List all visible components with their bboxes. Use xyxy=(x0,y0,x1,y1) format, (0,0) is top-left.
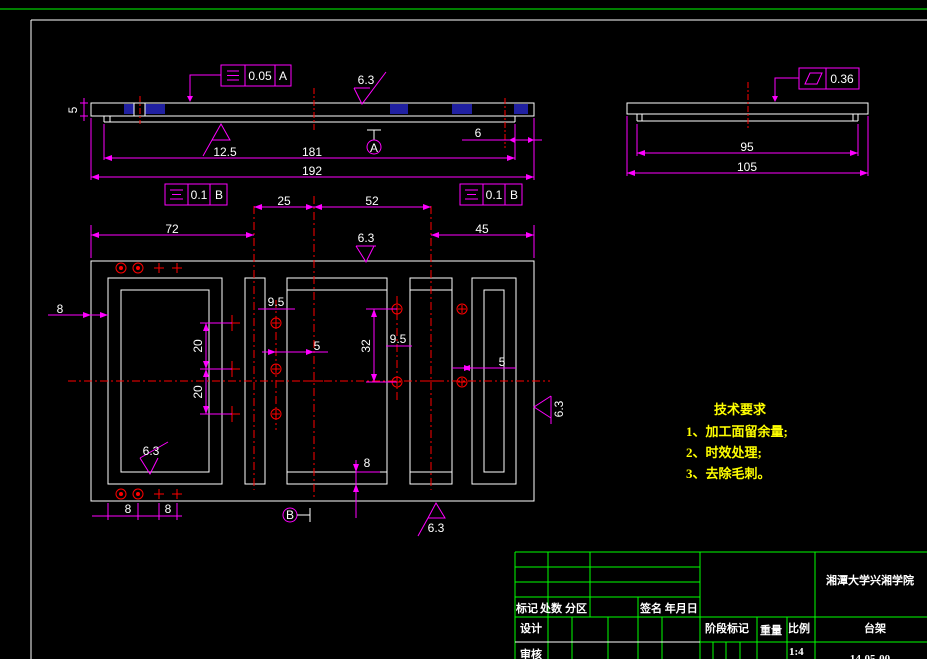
svg-text:0.1: 0.1 xyxy=(486,188,503,202)
roughness-symbol: 6.3 xyxy=(139,441,169,476)
side-tol-value: 0.36 xyxy=(830,72,854,86)
svg-text:6.3: 6.3 xyxy=(358,231,375,245)
part-name: 台架 xyxy=(864,621,886,635)
school-name: 湘潭大学兴湘学院 xyxy=(826,573,914,587)
design-label: 设计 xyxy=(520,621,542,635)
header-mark: 标记 xyxy=(515,601,538,615)
hole xyxy=(270,317,282,329)
dim-8-b1: 8 xyxy=(125,502,132,516)
hole xyxy=(115,488,127,500)
tech-note-2: 2、时效处理; xyxy=(686,445,762,460)
symmetry-frame-right: 0.1 B xyxy=(459,183,523,206)
svg-text:6.3: 6.3 xyxy=(358,73,375,87)
dim-8-left: 8 xyxy=(57,302,64,316)
symmetry-frame-left: 0.1 B xyxy=(164,183,228,206)
hole xyxy=(270,363,282,375)
svg-text:0.1: 0.1 xyxy=(191,188,208,202)
datum-b-marker: B xyxy=(282,507,311,523)
side-view: 0.36 95 105 xyxy=(626,67,869,176)
dim-20-b: 20 xyxy=(191,385,205,399)
roughness-symbol: 6.3 xyxy=(417,501,446,537)
svg-text:6.3: 6.3 xyxy=(552,400,566,417)
svg-text:B: B xyxy=(215,188,223,202)
svg-text:A: A xyxy=(370,141,378,155)
front-view: 0.1 B 0.1 B 25 52 72 45 xyxy=(48,183,566,537)
hole xyxy=(456,303,468,315)
dim-5: 5 xyxy=(66,106,80,113)
hole xyxy=(456,376,468,388)
flatness-value: 0.05 xyxy=(248,69,272,83)
svg-text:B: B xyxy=(510,188,518,202)
dim-6: 6 xyxy=(475,126,482,140)
top-view: 0.05 A 6.3 12.5 A 5 6 xyxy=(66,64,542,180)
svg-text:B: B xyxy=(286,508,294,522)
stage-mark: 阶段标记 xyxy=(705,621,749,635)
tech-notes-title: 技术要求 xyxy=(714,402,767,417)
datum-a-marker: A xyxy=(366,129,382,155)
flatness-datum: A xyxy=(279,69,287,83)
svg-text:6.3: 6.3 xyxy=(143,444,160,458)
dim-72: 72 xyxy=(165,222,179,236)
scale-label: 比例 xyxy=(788,621,810,635)
dim-9-5-a: 9.5 xyxy=(268,295,285,309)
technical-requirements: 技术要求 1、加工面留余量; 2、时效处理; 3、去除毛刺。 xyxy=(686,402,788,481)
sheet-border xyxy=(0,8,927,659)
header-count: 处数 xyxy=(539,601,563,615)
dim-52: 52 xyxy=(365,194,379,208)
dim-105: 105 xyxy=(737,160,757,174)
roughness-symbol: 6.3 xyxy=(533,395,566,424)
section-hatch xyxy=(452,104,472,114)
section-hatch xyxy=(390,104,408,114)
dim-25: 25 xyxy=(277,194,291,208)
dim-45: 45 xyxy=(475,222,489,236)
hole xyxy=(132,488,144,500)
dim-192: 192 xyxy=(302,164,322,178)
section-hatch xyxy=(514,104,528,114)
dim-5-b: 5 xyxy=(499,355,506,369)
section-hatch xyxy=(124,104,134,114)
section-hatch xyxy=(145,104,165,114)
dim-32: 32 xyxy=(359,339,373,353)
drawing-number: 14-05-00 xyxy=(850,653,891,659)
dim-9-5-b: 9.5 xyxy=(390,332,407,346)
roughness-symbol: 6.3 xyxy=(353,71,387,105)
title-block: 湘潭大学兴湘学院 台架 标记 处数 分区 签名 年月日 设计 审核 阶段标记 重… xyxy=(514,551,927,659)
dim-181: 181 xyxy=(302,145,322,159)
dim-5-a: 5 xyxy=(314,339,321,353)
dim-95: 95 xyxy=(740,140,754,154)
tech-note-1: 1、加工面留余量; xyxy=(686,424,788,439)
hole xyxy=(270,408,282,420)
svg-text:6.3: 6.3 xyxy=(428,521,445,535)
scale-value: 1:4 xyxy=(789,646,804,658)
dim-8-b2: 8 xyxy=(165,502,172,516)
review-label: 审核 xyxy=(520,647,542,659)
dim-20-a: 20 xyxy=(191,339,205,353)
sign-date: 签名 年月日 xyxy=(639,601,698,615)
hole xyxy=(132,262,144,274)
tech-note-3: 3、去除毛刺。 xyxy=(686,466,771,481)
weight-label: 重量 xyxy=(760,623,782,637)
header-zone: 分区 xyxy=(565,601,587,615)
dim-8-bottom: 8 xyxy=(364,456,371,470)
hole xyxy=(115,262,127,274)
svg-text:12.5: 12.5 xyxy=(213,145,237,159)
roughness-symbol: 12.5 xyxy=(202,122,237,159)
roughness-symbol: 6.3 xyxy=(355,231,376,264)
